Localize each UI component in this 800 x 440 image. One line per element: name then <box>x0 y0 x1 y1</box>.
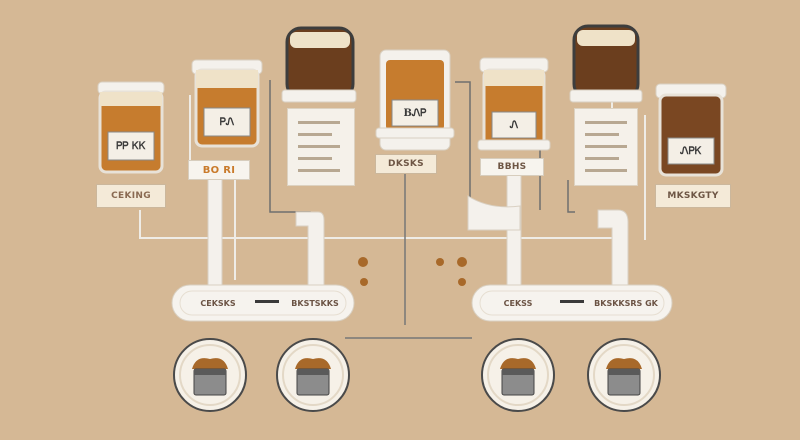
right-small-tag: BBHS <box>480 158 544 176</box>
hub-left-b-label: BKSTSKKS <box>291 298 339 308</box>
pipes <box>207 174 629 293</box>
panel-text-line <box>298 169 340 172</box>
jar-4-label: BᏁᏢ <box>403 107 427 119</box>
indicator-dots <box>358 257 467 286</box>
jar-7-label: ᏁᏢᏦ <box>680 145 702 157</box>
jar-5 <box>477 57 551 151</box>
hub-left-a-label: CEKSKS <box>200 298 236 308</box>
pipe-3 <box>506 174 522 293</box>
jar-7 <box>655 83 727 177</box>
hub-right-a-label: CEKSS <box>503 298 533 308</box>
cooking-label: CEKING <box>96 184 166 208</box>
jar-6 <box>569 24 643 103</box>
info-panel-right <box>574 108 638 186</box>
right-tag: MKSKGTY <box>655 184 731 208</box>
coffee-bag-icon <box>173 338 247 412</box>
panel-text-line <box>298 121 340 124</box>
panel-text-line <box>585 157 619 160</box>
pipe-2 <box>295 211 325 293</box>
coffee-bag-icon <box>481 338 555 412</box>
center-tag: DKSKS <box>375 154 437 174</box>
jar-5-label: Ꮑ <box>509 119 519 131</box>
panel-text-line <box>298 157 332 160</box>
info-panel-left <box>287 108 355 186</box>
pipe-3-bend <box>467 195 521 231</box>
pipe-4 <box>597 209 629 293</box>
panel-text-line <box>585 133 619 136</box>
hub-right-b-label: BKSKKSRS GK <box>594 298 658 308</box>
panel-text-line <box>298 145 340 148</box>
coffee-bag-icon <box>276 338 350 412</box>
jar-2 <box>191 59 263 148</box>
pipe-1 <box>207 175 223 293</box>
hub-left <box>171 284 355 322</box>
jar-1 <box>97 81 165 174</box>
orange-tag: BO RI <box>188 160 250 180</box>
panel-text-line <box>585 121 627 124</box>
top-bus-line <box>139 210 620 239</box>
jar-1-label: ᏢᏢ ᏦᏦ <box>116 140 146 152</box>
jar-2-label: ᏢᏁ <box>219 116 235 128</box>
panel-text-line <box>585 145 627 148</box>
jar-3 <box>281 26 357 103</box>
hub-right <box>471 284 673 322</box>
panel-text-line <box>585 169 627 172</box>
panel-text-line <box>298 133 332 136</box>
coffee-bag-icon <box>587 338 661 412</box>
jar-4 <box>375 49 455 151</box>
center-stem <box>345 168 472 339</box>
